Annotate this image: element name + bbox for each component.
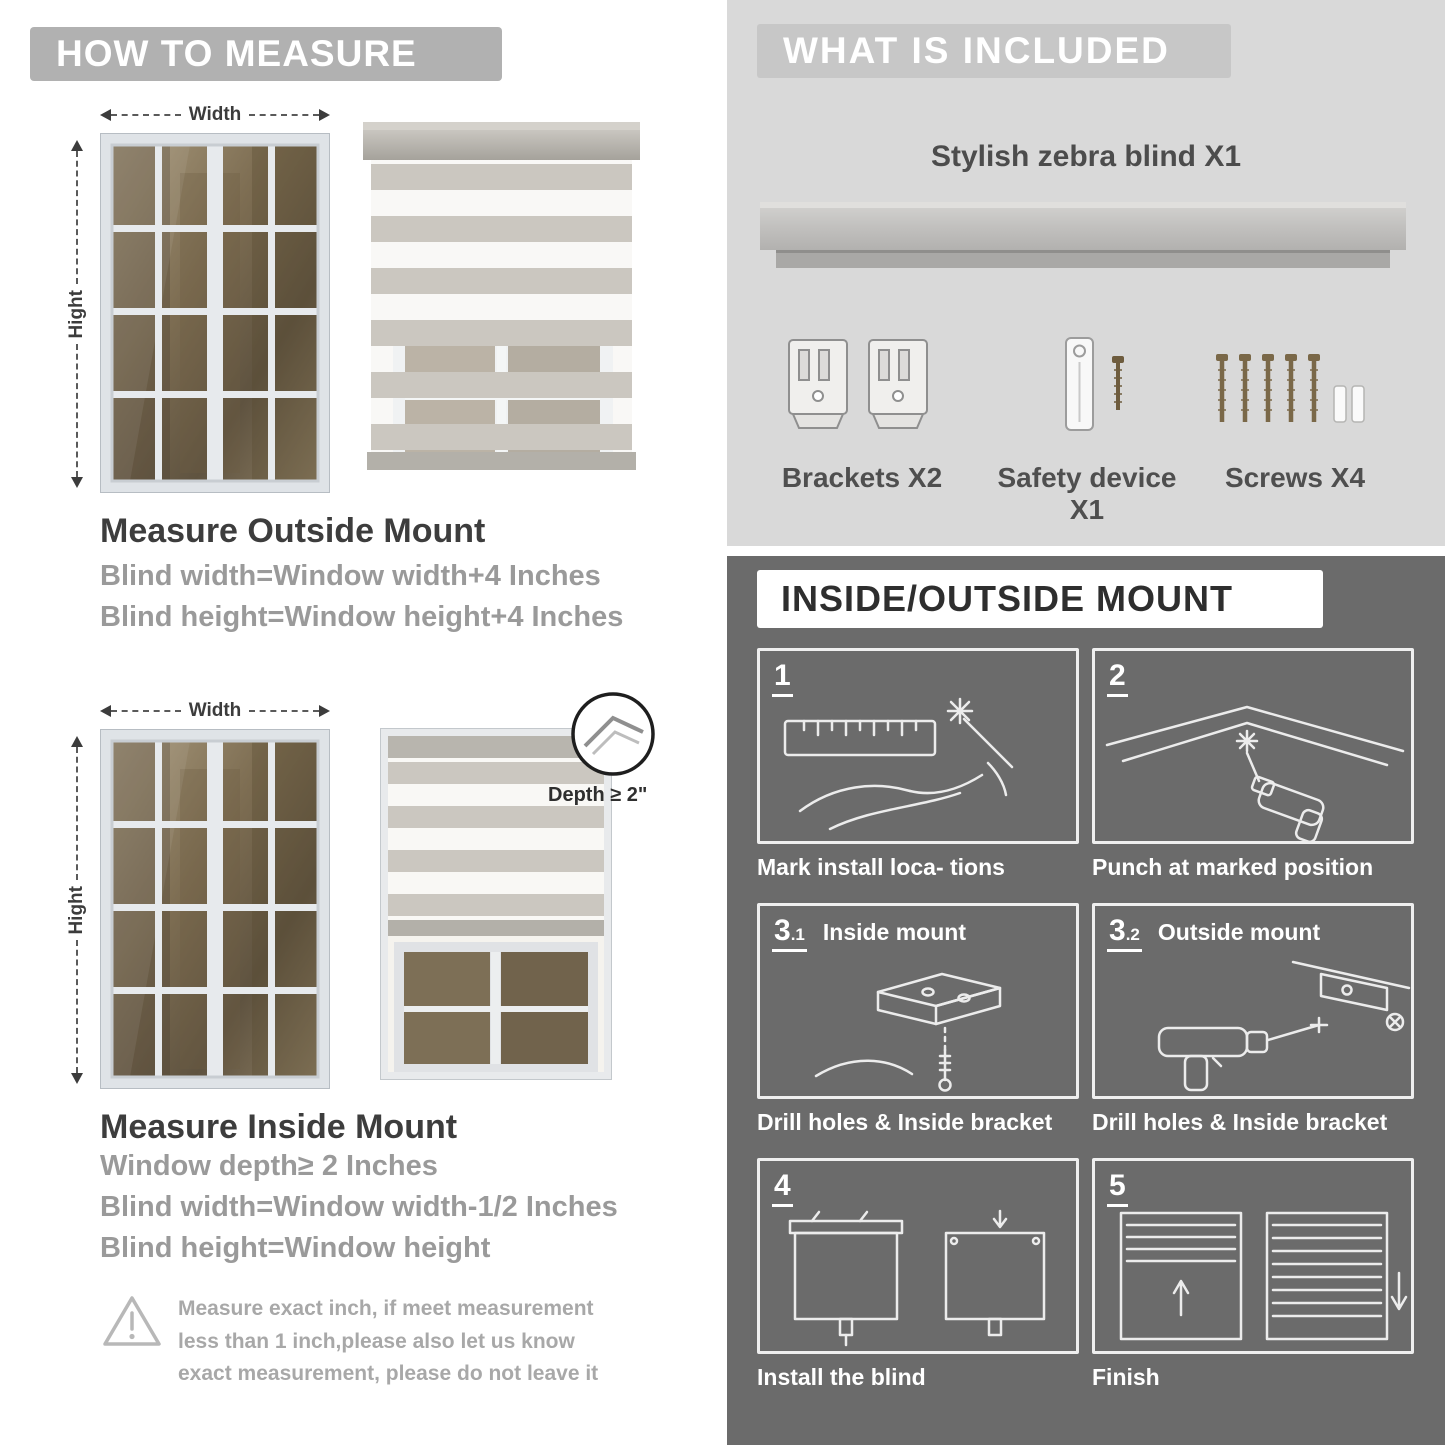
depth-label: Depth ≥ 2"	[548, 784, 648, 806]
outside-mount-title: Measure Outside Mount	[100, 512, 486, 550]
mark-location-illustration	[783, 697, 1014, 831]
arrow-left-icon	[100, 705, 111, 717]
step-1-number: 1	[774, 659, 791, 692]
step-3-1-caption: Drill holes & Inside bracket	[757, 1109, 1053, 1135]
how-to-measure-title: HOW TO MEASURE	[56, 33, 417, 74]
depth-callout-circle	[571, 692, 655, 776]
arrow-right-icon	[319, 705, 330, 717]
step-2-panel: 2	[1092, 648, 1414, 844]
step-1: 1 Mark install loca- tions	[757, 648, 1079, 881]
inside-bracket-illustration	[814, 972, 1002, 1092]
step-4-caption: Install the blind	[757, 1364, 926, 1390]
step-3-2-title: Outside mount	[1157, 919, 1321, 945]
width-label: Width	[188, 700, 242, 721]
step-3-1: 3.1 Inside mount Drill ho	[757, 903, 1079, 1136]
what-is-included-header: WHAT IS INCLUDED	[757, 24, 1231, 78]
step-3-1-number: 3	[774, 914, 791, 947]
finish-blinds-illustration	[1119, 1211, 1408, 1341]
step-1-caption: Mark install loca- tions	[757, 854, 1005, 880]
warning-text: Measure exact inch, if meet measurement …	[178, 1297, 599, 1386]
brackets-icon	[788, 339, 928, 429]
safety-device-icon	[1065, 337, 1124, 431]
how-to-measure-header: HOW TO MEASURE	[30, 27, 502, 81]
step-1-panel: 1	[757, 648, 1079, 844]
step-3-2: 3.2 Outside mount	[1092, 903, 1414, 1136]
what-is-included-title: WHAT IS INCLUDED	[783, 30, 1170, 71]
zebra-blind-outside-illustration	[363, 122, 640, 470]
step-3-1-subnumber: .1	[790, 925, 805, 944]
step-3-2-caption: Drill holes & Inside bracket	[1092, 1109, 1388, 1135]
step-4-panel: 4	[757, 1158, 1079, 1354]
step-5: 5 Finish	[1092, 1158, 1414, 1391]
arrow-down-icon	[71, 477, 83, 489]
step-2: 2 Punch at marked position	[1092, 648, 1414, 881]
inside-outside-mount-title: INSIDE/OUTSIDE MOUNT	[781, 578, 1234, 619]
arrow-down-icon	[71, 1073, 83, 1085]
brackets-label: Brackets X2	[781, 462, 943, 493]
arrow-left-icon	[100, 109, 111, 121]
inside-spec-height: Blind height=Window height	[100, 1232, 491, 1264]
step-3-1-panel: 3.1 Inside mount	[757, 903, 1079, 1099]
step-3-1-title: Inside mount	[822, 919, 966, 945]
height-label: Hight	[66, 289, 87, 339]
step-4-number: 4	[774, 1169, 791, 1202]
step-3-2-number: 3	[1109, 914, 1126, 947]
inside-outside-mount-header: INSIDE/OUTSIDE MOUNT	[757, 570, 1323, 628]
inside-mount-title: Measure Inside Mount	[100, 1108, 458, 1146]
outside-spec-width: Blind width=Window width+4 Inches	[100, 560, 601, 592]
step-5-caption: Finish	[1092, 1364, 1160, 1390]
inside-spec-depth: Window depth≥ 2 Inches	[100, 1150, 438, 1182]
inside-spec-width: Blind width=Window width-1/2 Inches	[100, 1191, 618, 1223]
height-arrow-inside: Hight	[66, 736, 88, 1085]
arrow-up-icon	[71, 140, 83, 151]
step-5-panel: 5	[1092, 1158, 1414, 1354]
screws-icon	[1216, 354, 1365, 423]
window-illustration-outside	[100, 133, 330, 493]
arrow-up-icon	[71, 736, 83, 747]
install-blind-illustration	[788, 1209, 1046, 1347]
height-label: Hight	[66, 885, 87, 935]
height-arrow-outside: Hight	[66, 140, 88, 489]
step-4: 4 Install the blind	[757, 1158, 1079, 1391]
headrail-illustration	[760, 202, 1406, 268]
width-label: Width	[188, 104, 242, 125]
window-illustration-inside	[100, 729, 330, 1089]
step-2-number: 2	[1109, 659, 1126, 692]
step-3-2-panel: 3.2 Outside mount	[1092, 903, 1414, 1099]
zebra-blind-inside-illustration	[380, 728, 612, 1080]
step-5-number: 5	[1109, 1169, 1126, 1202]
step-3-2-subnumber: .2	[1125, 925, 1140, 944]
step-2-caption: Punch at marked position	[1092, 854, 1374, 880]
width-arrow-inside: Width	[100, 700, 330, 722]
safety-device-label: Safety device X1	[997, 462, 1177, 525]
drill-position-illustration	[1105, 705, 1405, 843]
arrow-right-icon	[319, 109, 330, 121]
outside-bracket-illustration	[1157, 960, 1411, 1092]
width-arrow-outside: Width	[100, 104, 330, 126]
screws-label: Screws X4	[1224, 462, 1366, 493]
outside-spec-height: Blind height=Window height+4 Inches	[100, 601, 624, 633]
product-title: Stylish zebra blind X1	[930, 140, 1242, 173]
included-panel	[727, 0, 1445, 546]
warning-icon	[103, 1296, 161, 1346]
mount-panel	[727, 556, 1445, 1445]
